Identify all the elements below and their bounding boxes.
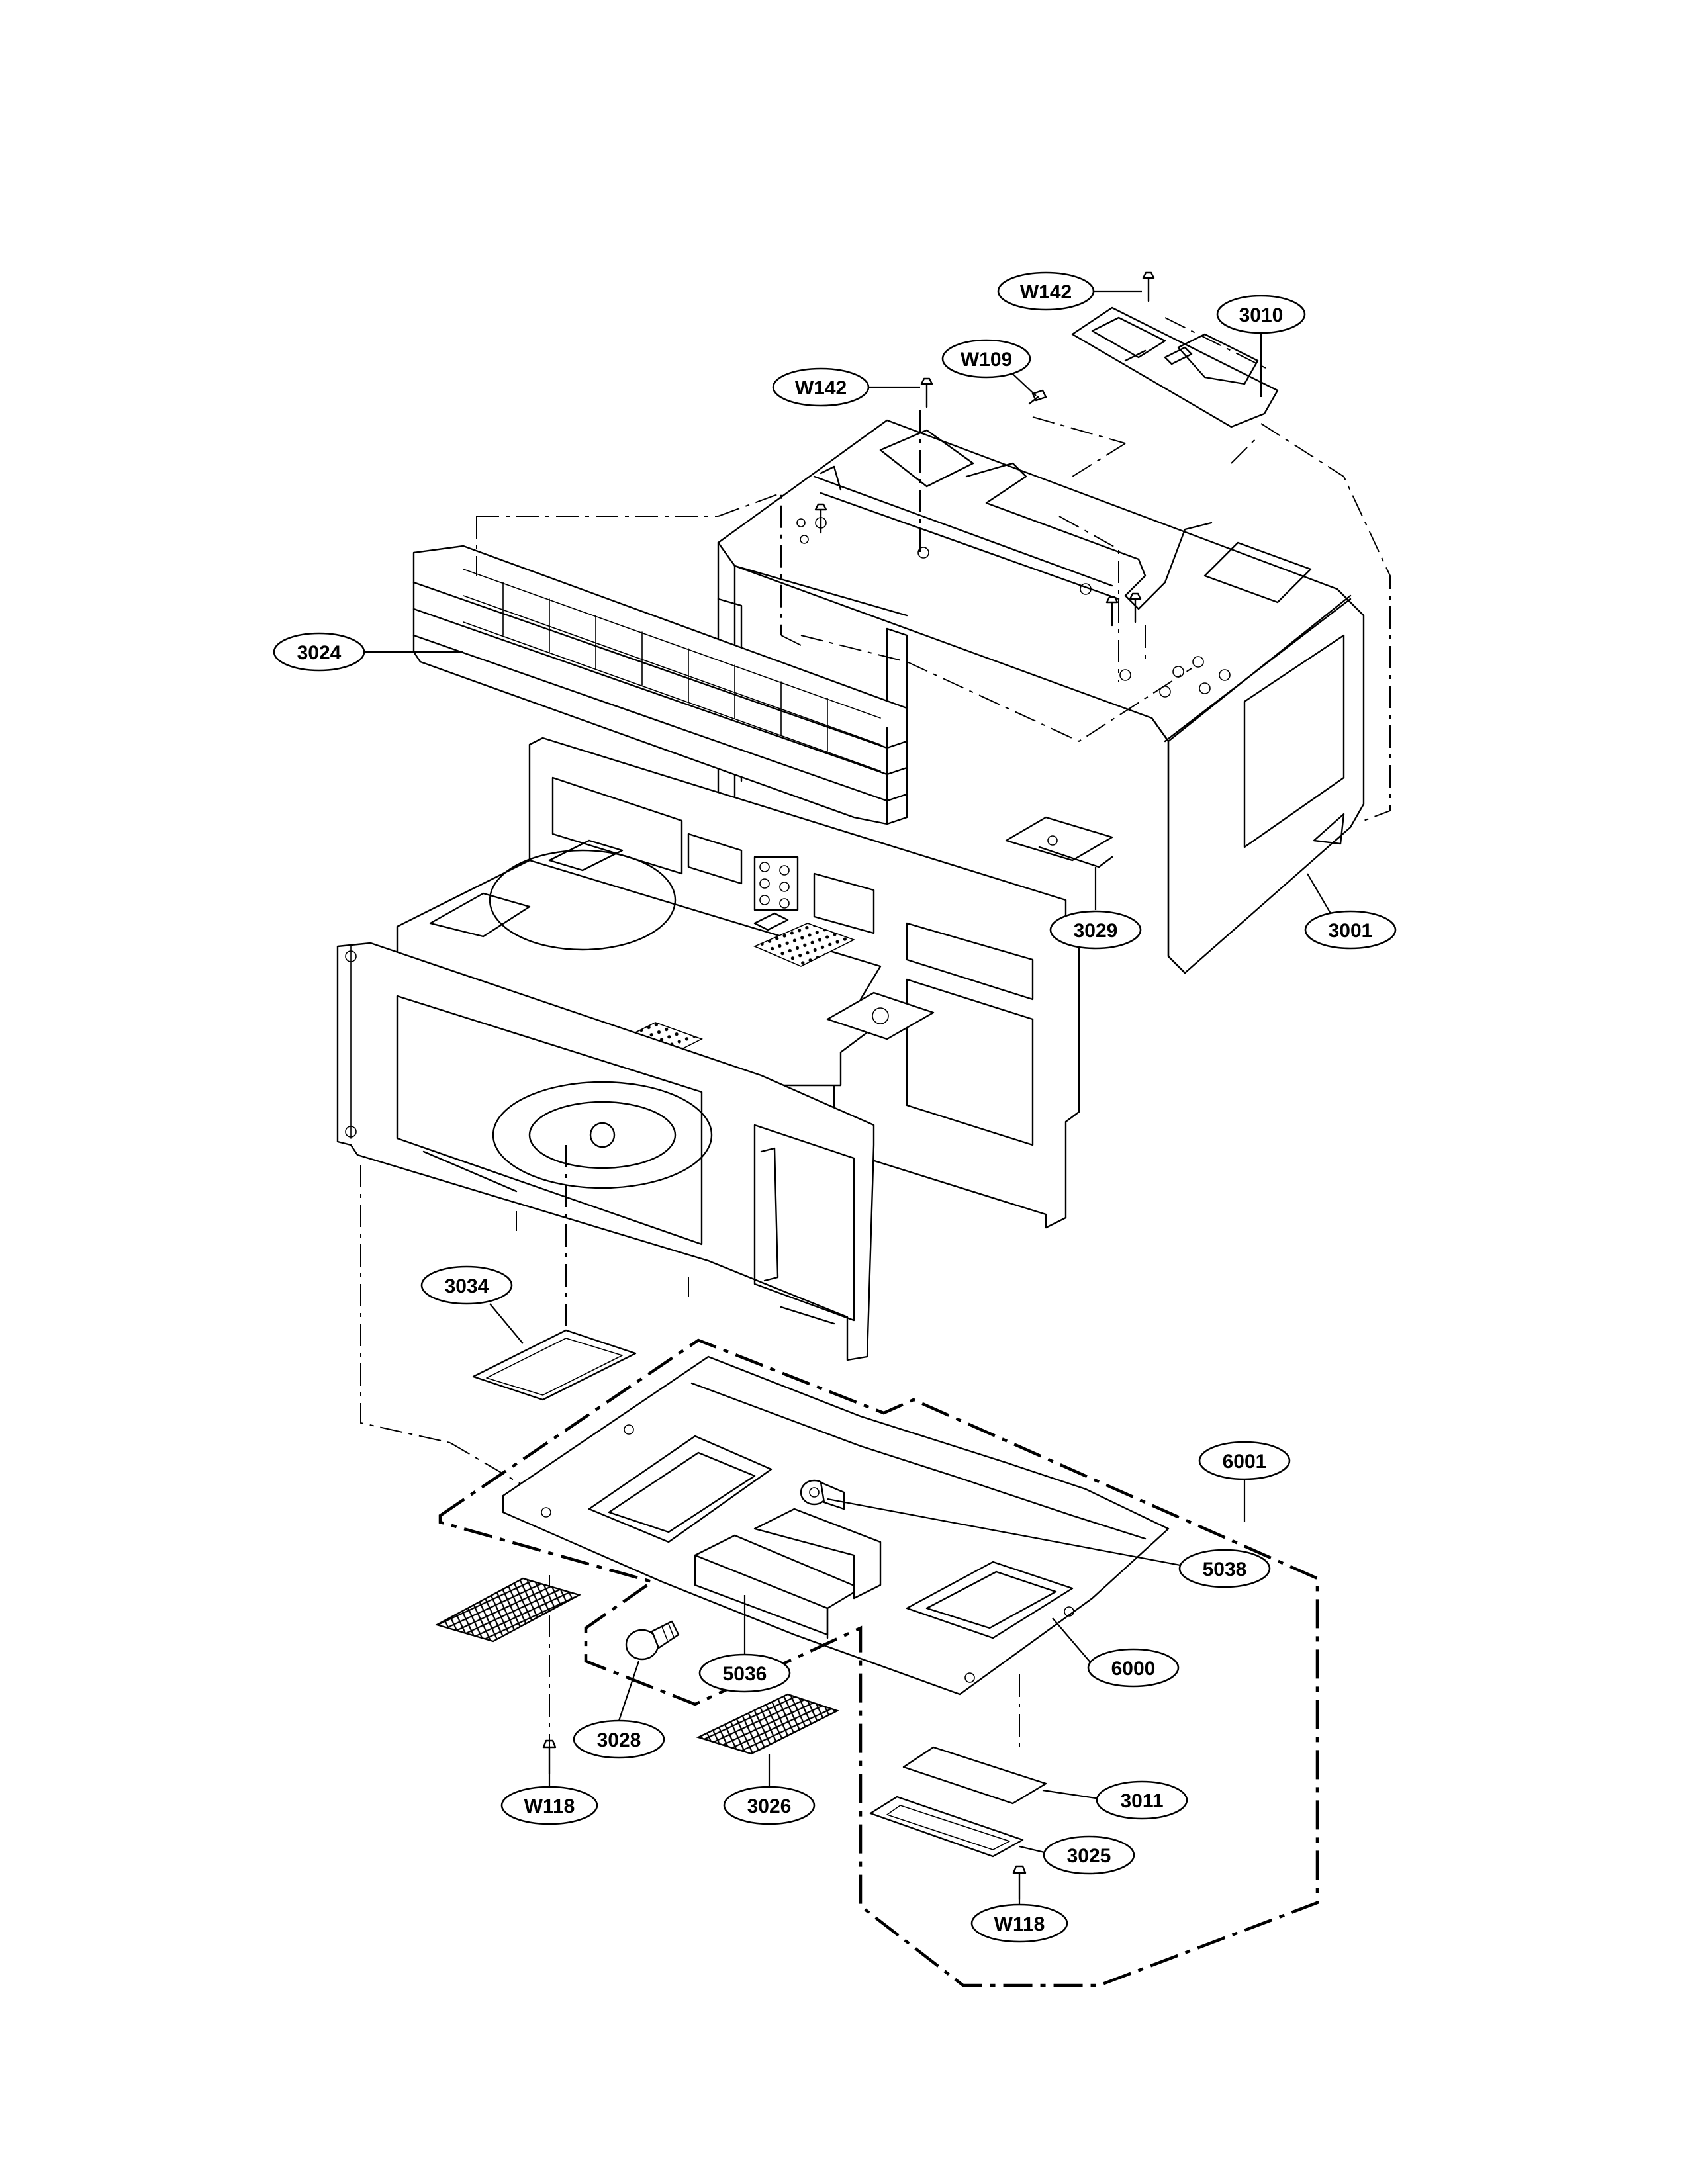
callout-6000: 6000 [1111,1658,1156,1680]
cavity-ceiling [396,839,935,1087]
callout-3024: 3024 [297,642,342,664]
air-duct-5036 [694,1508,882,1639]
callout-w142-left: W142 [795,377,847,399]
screws-w118 [542,1739,1027,1901]
guide-lines-upper [476,317,1391,821]
guide-lines-lower [360,1145,1020,1780]
grease-filter-left [434,1577,582,1643]
callout-3034: 3034 [445,1275,489,1297]
callout-3025: 3025 [1067,1845,1111,1867]
cover-3011 [902,1746,1047,1805]
outer-cabinet [717,419,1365,974]
callouts: W142 3010 W109 W142 3024 3029 3001 3034 [273,271,1397,1943]
callout-w118-left: W118 [524,1796,575,1817]
callout-5036: 5036 [723,1663,767,1685]
grease-filter-3026 [696,1693,840,1755]
callout-3026: 3026 [747,1796,792,1817]
vent-grille-3024 [412,545,908,825]
callout-3001: 3001 [1329,920,1373,942]
callout-3028: 3028 [597,1729,641,1751]
thermostat-5038 [800,1479,845,1510]
callout-w142-top: W142 [1020,281,1072,303]
callout-3010: 3010 [1239,304,1284,326]
top-plate-3010 [1071,306,1279,428]
callout-5038: 5038 [1203,1559,1247,1580]
cabinet-screws [814,503,1142,627]
lamp-cover-3025 [869,1796,1024,1858]
callout-w118-right: W118 [994,1913,1045,1935]
callout-3011: 3011 [1120,1790,1163,1812]
lamp-cover-3034 [472,1329,637,1401]
assembly-boundary-6001 [438,1338,1319,1987]
callout-w109: W109 [961,349,1012,371]
front-frame [336,942,875,1361]
callout-shape [997,271,1095,311]
top-screws [920,271,1155,408]
bracket-3029 [1005,816,1113,868]
callout-6001: 6001 [1223,1451,1267,1473]
callout-3029: 3029 [1074,920,1118,942]
lamp-3028 [625,1620,680,1661]
